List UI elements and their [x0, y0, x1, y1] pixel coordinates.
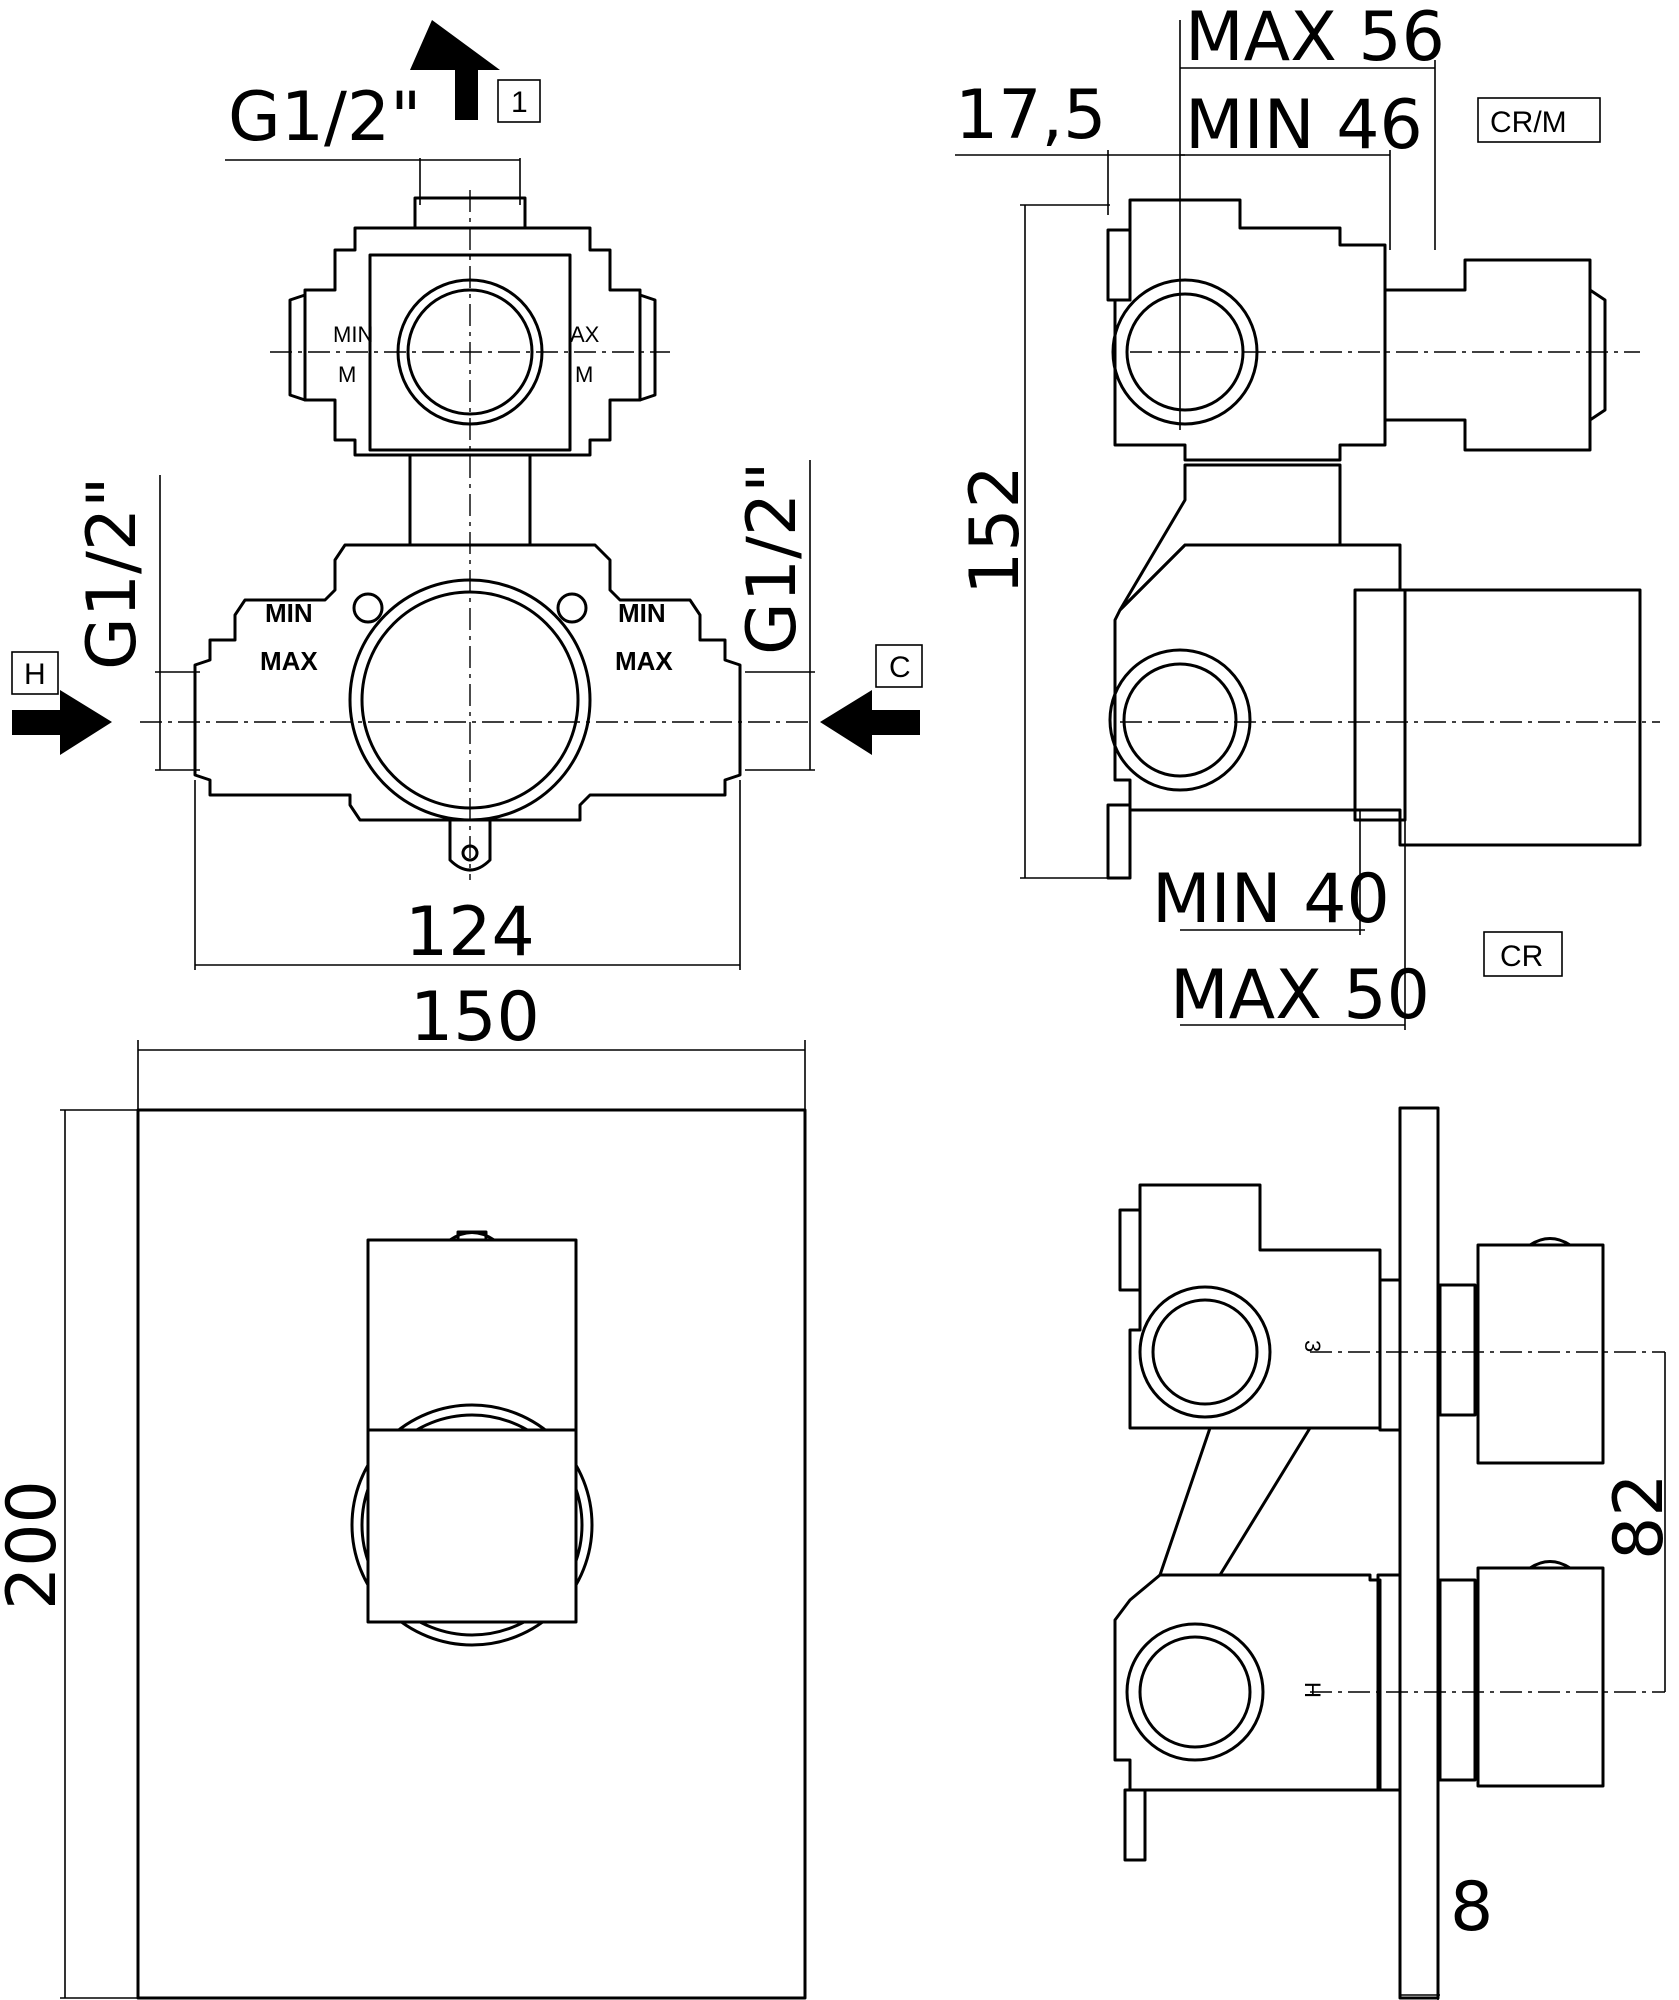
svg-text:M: M — [575, 362, 593, 387]
plate-thickness-dimension: 8 — [1450, 1868, 1493, 1947]
thermostat-handle — [366, 1428, 578, 1624]
bottom-variant-box — [1483, 931, 1563, 977]
outlet-tag: 1 — [511, 86, 528, 119]
lower-marking: H — [1300, 1682, 1325, 1698]
front-valve-view: 1 G1/2" MIN M AX M MIN MAX MIN MAX — [11, 20, 923, 972]
cover-plate — [136, 1108, 807, 2000]
cover-plate-side — [1398, 1106, 1440, 2000]
svg-text:AX: AX — [570, 322, 600, 347]
top-outlet-thread-label: G1/2" — [228, 78, 421, 157]
right-inlet-thread-label: G1/2" — [733, 462, 812, 655]
plate-front-view: 150 200 — [0, 978, 807, 2000]
left-max-label: MAX — [260, 646, 318, 676]
offset-dimension: 17,5 — [955, 76, 1106, 155]
body-width-dimension: 124 — [405, 893, 535, 972]
upper-handle-side — [1476, 1243, 1605, 1465]
handle-spacing-dimension: 82 — [1600, 1473, 1679, 1560]
outlet-tag-box — [497, 79, 541, 123]
side-valve-view: MAX 56 17,5 MIN 46 CR/M 152 — [955, 0, 1660, 1035]
bottom-depth-max-dimension: MAX 50 — [1170, 956, 1430, 1035]
outlet-arrow-icon — [410, 20, 500, 120]
hot-tag-box — [11, 651, 59, 695]
top-depth-max-dimension: MAX 56 — [1185, 0, 1445, 77]
plate-width-dimension: 150 — [410, 978, 540, 1057]
bottom-depth-min-dimension: MIN 40 — [1152, 860, 1390, 939]
top-depth-min-dimension: MIN 46 — [1185, 86, 1423, 165]
cold-inlet-arrow-icon — [820, 690, 920, 755]
cold-tag-box — [875, 644, 923, 688]
bottom-variant-label: CR — [1500, 940, 1543, 973]
svg-text:M: M — [338, 362, 356, 387]
diverter-handle — [366, 1238, 578, 1434]
height-dimension: 152 — [956, 465, 1035, 595]
cold-tag: C — [889, 651, 911, 684]
right-max-label: MAX — [615, 646, 673, 676]
top-variant-box — [1477, 97, 1601, 143]
left-inlet-thread-label: G1/2" — [73, 477, 152, 670]
lower-handle-side — [1476, 1566, 1605, 1788]
hot-tag: H — [24, 658, 46, 691]
left-min-label: MIN — [265, 598, 313, 628]
upper-marking: 3 — [1300, 1340, 1325, 1352]
top-variant-label: CR/M — [1490, 106, 1567, 139]
svg-text:MIN: MIN — [333, 322, 373, 347]
hot-inlet-arrow-icon — [12, 690, 112, 755]
plate-height-dimension: 200 — [0, 1480, 72, 1610]
right-min-label: MIN — [618, 598, 666, 628]
plate-side-view: 3 H 82 8 — [1113, 1106, 1679, 2000]
